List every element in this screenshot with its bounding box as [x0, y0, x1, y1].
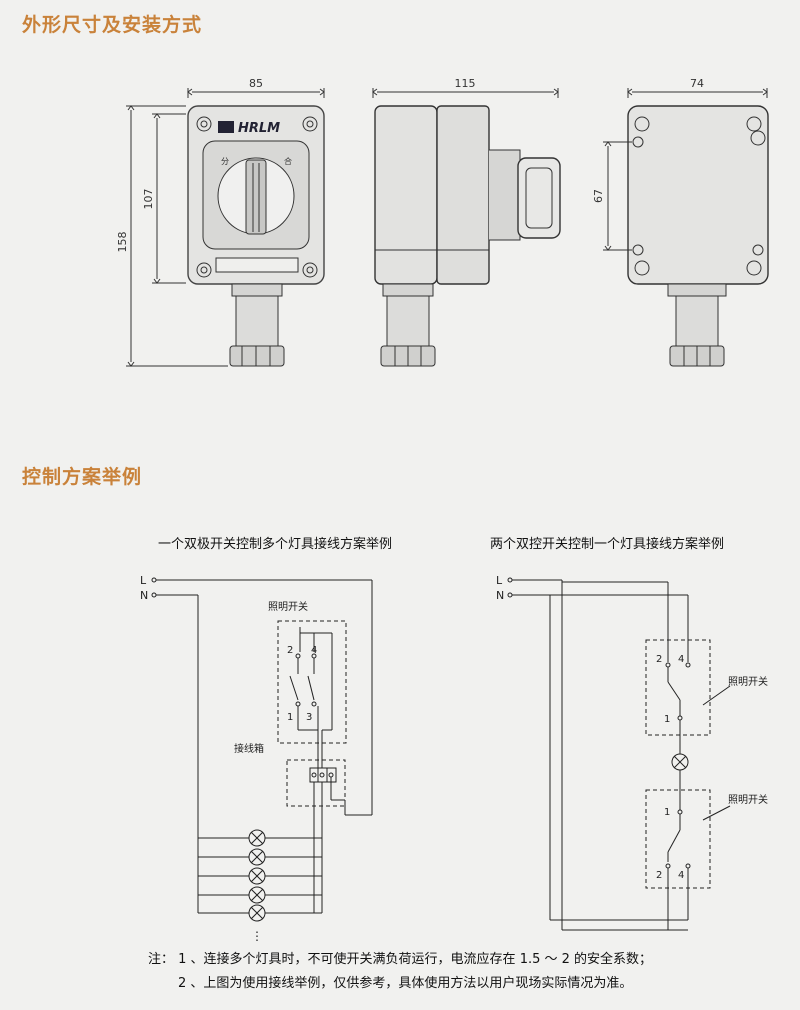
brand-logo-mark — [218, 121, 234, 133]
dim-back-width: 74 — [690, 77, 704, 90]
knob-mark-off: 分 — [221, 157, 229, 166]
d2-top-term-2: 2 — [656, 654, 662, 665]
lamp-row-2 — [198, 848, 322, 866]
d2-switch-label-bottom: 照明开关 — [728, 793, 768, 806]
d2-switch-label-top: 照明开关 — [728, 675, 768, 688]
lamp-row-4 — [198, 886, 322, 904]
dim-front-height-total: 158 — [116, 232, 129, 253]
d2-bot-term-1: 1 — [664, 807, 670, 818]
d1-line-N: N — [140, 589, 148, 602]
dim-front-height-inner: 107 — [142, 189, 155, 210]
lamp-row-1 — [198, 829, 322, 847]
dim-side-width: 115 — [455, 77, 476, 90]
brand-logo: HRLM — [238, 121, 280, 136]
d2-bot-term-2: 2 — [656, 870, 662, 881]
d1-term-1: 1 — [287, 712, 293, 723]
note-1: 1 、连接多个灯具时，不可使开关满负荷运行，电流应存在 1.5 ～ 2 的安全系… — [178, 952, 653, 967]
side-view — [372, 88, 561, 367]
d1-junction-label: 接线箱 — [234, 742, 264, 755]
d2-top-term-1: 1 — [664, 714, 670, 725]
d2-line-L: L — [496, 574, 503, 587]
back-view — [603, 88, 769, 367]
d2-top-term-4: 4 — [678, 654, 684, 665]
diagram2-caption: 两个双控开关控制一个灯具接线方案举例 — [490, 537, 725, 552]
d2-line-N: N — [496, 589, 504, 602]
section-title-dimensions: 外形尺寸及安装方式 — [22, 14, 203, 36]
dimension-drawings: 85 158 107 HRLM 分 合 115 74 67 — [116, 77, 769, 367]
knob-mark-on: 合 — [284, 156, 292, 166]
dim-front-width: 85 — [249, 77, 263, 90]
diagram1 — [151, 577, 373, 922]
diagram1-caption: 一个双极开关控制多个灯具接线方案举例 — [158, 537, 393, 552]
note-2: 2 、上图为使用接线举例，仅供参考，具体使用方法以用户现场实际情况为准。 — [178, 976, 633, 991]
d1-more-lamps: ⋮ — [251, 929, 263, 943]
notes: 注： 1 、连接多个灯具时，不可使开关满负荷运行，电流应存在 1.5 ～ 2 的… — [148, 948, 652, 996]
wiring-diagrams: L N 照明开关 2 4 1 3 接线箱 ⋮ — [140, 574, 768, 943]
d1-term-4: 4 — [311, 645, 317, 656]
lamp-row-3 — [198, 867, 322, 885]
d1-term-3: 3 — [306, 712, 312, 723]
d1-term-2: 2 — [287, 645, 293, 656]
notes-prefix: 注： — [148, 952, 175, 967]
lamp-row-5 — [198, 904, 322, 922]
front-view — [126, 88, 325, 367]
dim-back-height: 67 — [592, 189, 605, 203]
section-title-control: 控制方案举例 — [22, 466, 143, 488]
d1-line-L: L — [140, 574, 147, 587]
diagram2 — [507, 577, 731, 931]
d1-switch-label: 照明开关 — [268, 600, 308, 613]
d2-bot-term-4: 4 — [678, 870, 684, 881]
